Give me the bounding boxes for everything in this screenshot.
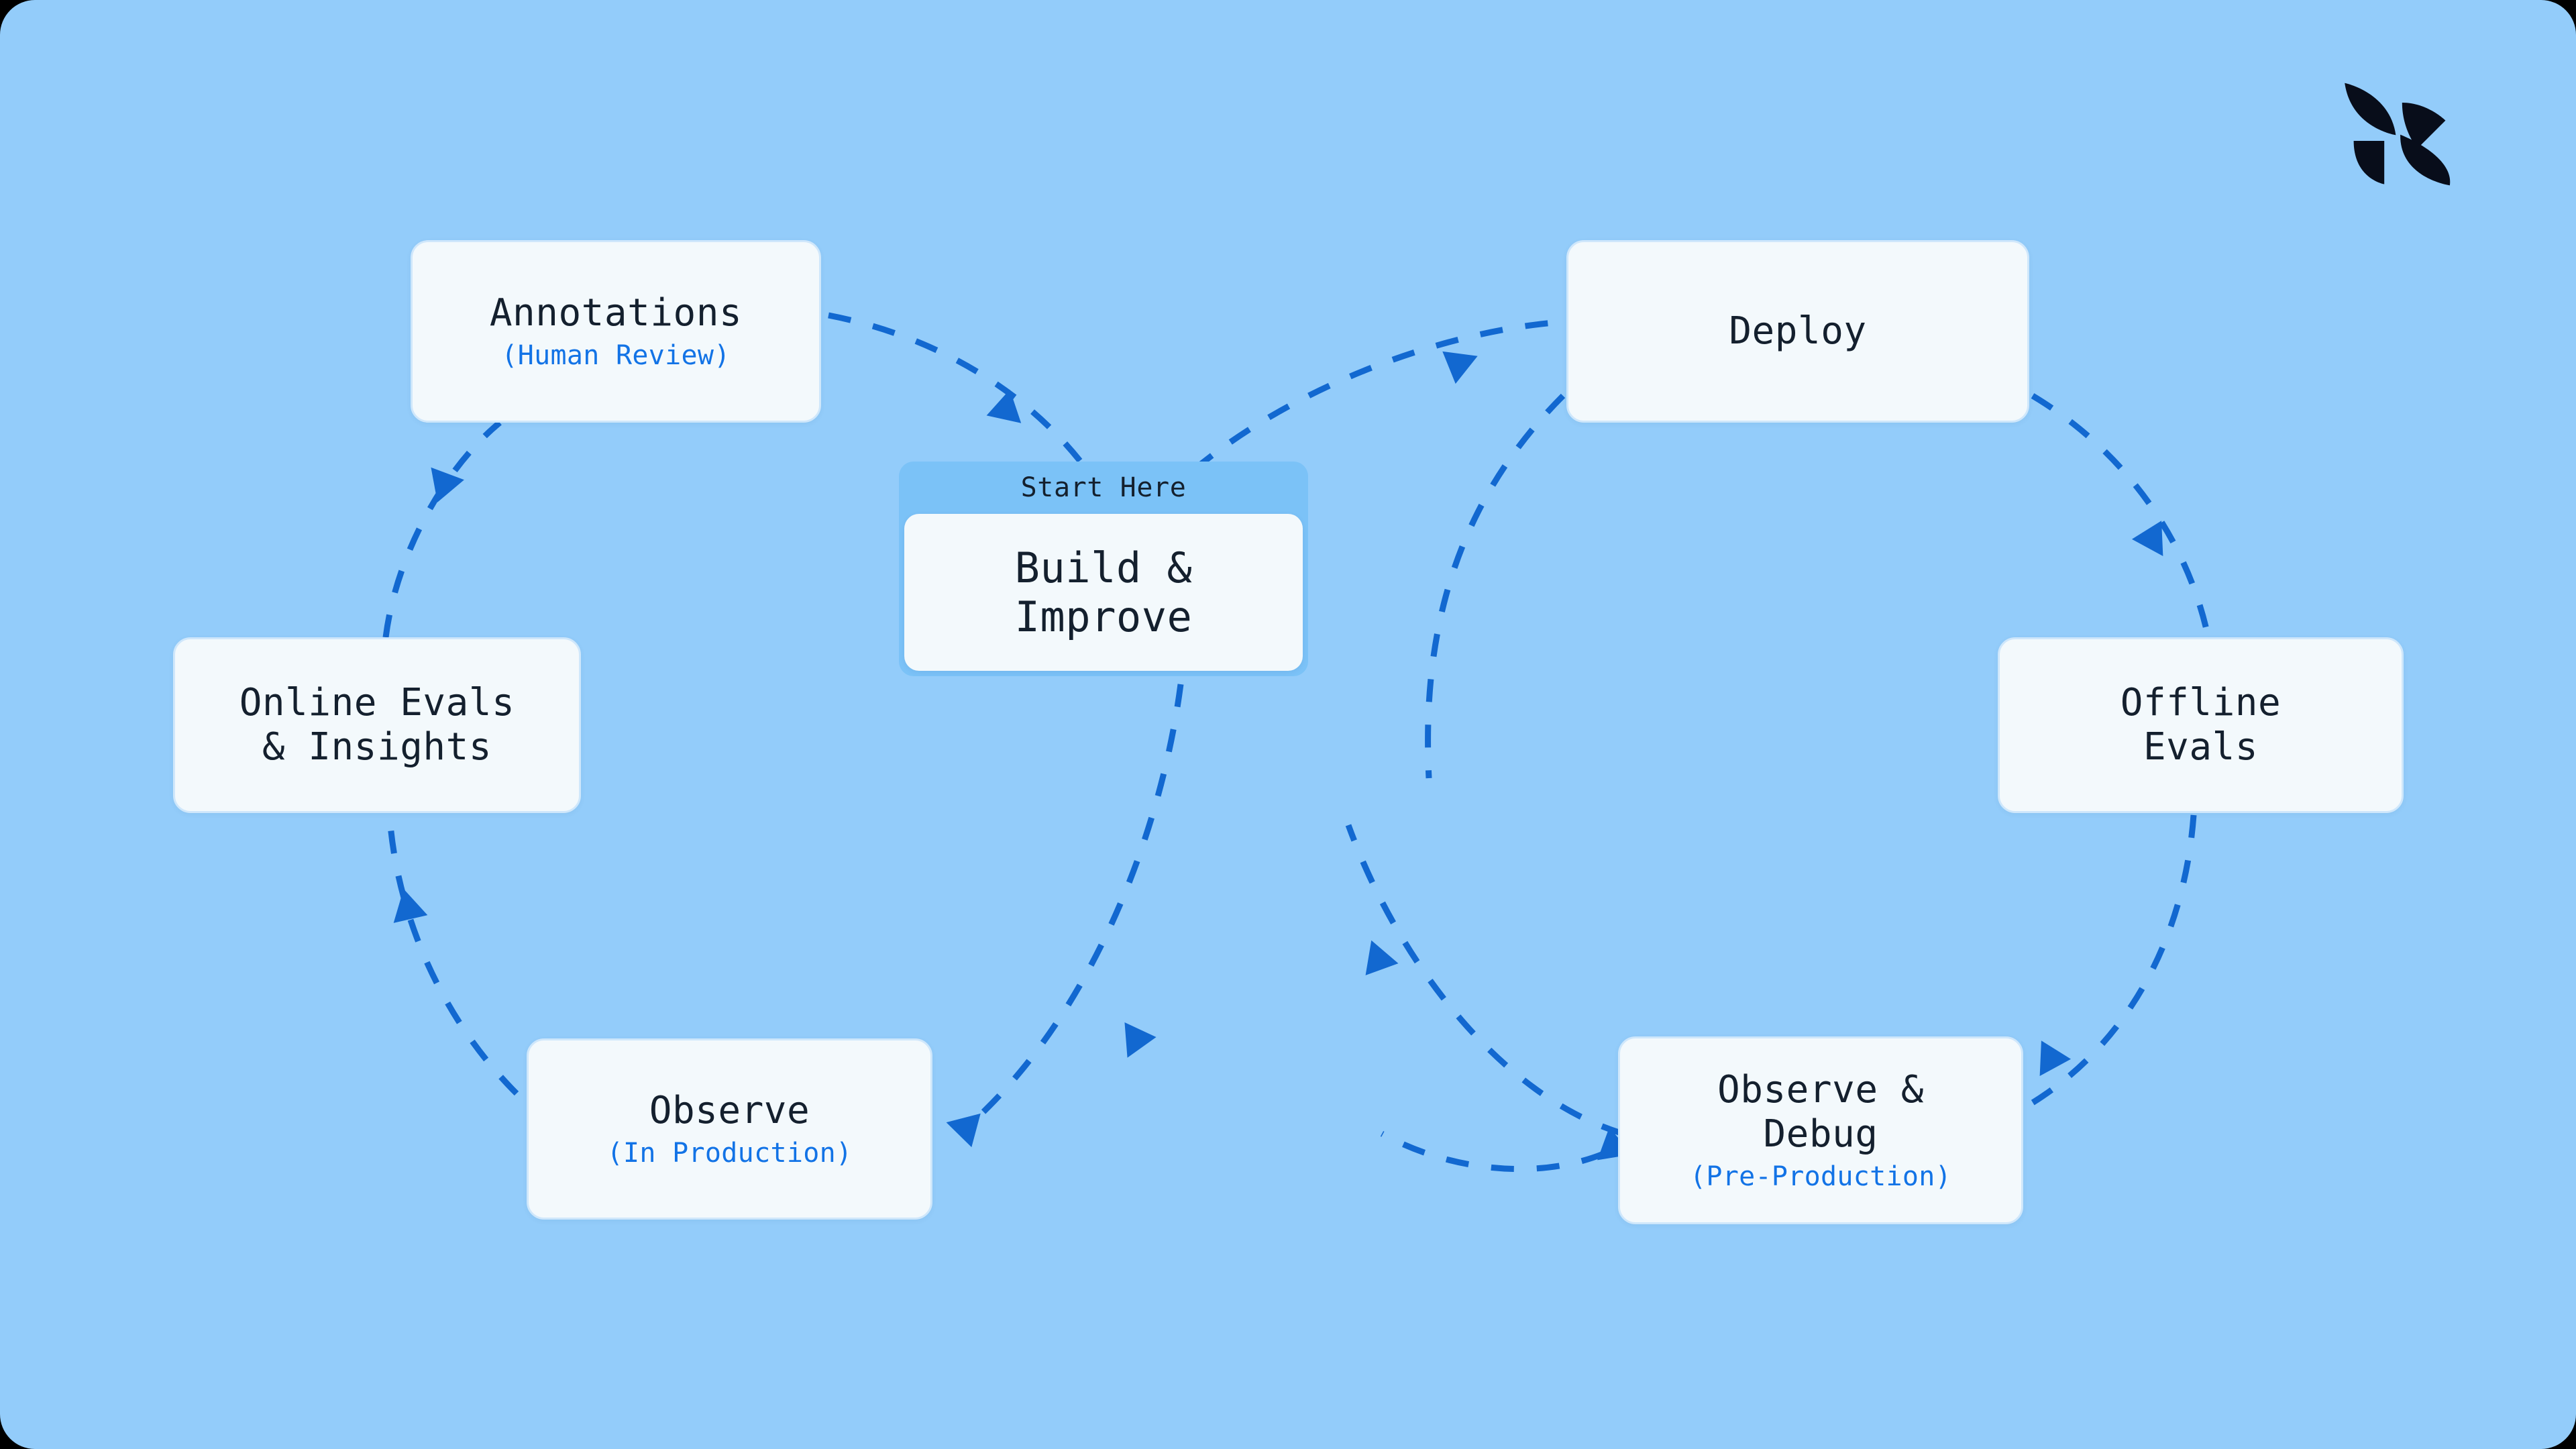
- edge-build-to-observe: [957, 684, 1184, 1136]
- arrowhead-build-to-observe: [1124, 1022, 1157, 1058]
- arrowhead-observe-to-online: [393, 889, 428, 923]
- logo-petal-upper-left: [2345, 83, 2396, 136]
- logo-petal-lower-right: [2400, 134, 2450, 186]
- node-deploy-title: Deploy: [1729, 309, 1867, 353]
- arrowhead-debug-to-build: [1365, 940, 1399, 975]
- build-improve-card[interactable]: Build & Improve: [904, 514, 1303, 671]
- node-observe[interactable]: Observe (In Production): [527, 1038, 932, 1220]
- node-annotations-title: Annotations: [489, 290, 743, 335]
- node-observe-subtitle: (In Production): [606, 1138, 853, 1169]
- node-annotations-subtitle: (Human Review): [501, 340, 731, 372]
- edge-online-to-annotations: [382, 420, 502, 638]
- edge-observedebug-arc: [1380, 1131, 1605, 1173]
- node-online-evals[interactable]: Online Evals & Insights: [173, 637, 581, 813]
- node-build-improve[interactable]: Start Here Build & Improve: [899, 462, 1308, 676]
- node-offline-evals-title: Offline Evals: [2120, 680, 2282, 769]
- node-observe-debug-title: Observe & Debug: [1717, 1067, 1924, 1156]
- edge-offline-to-observedebug: [1984, 814, 2197, 1130]
- node-observe-title: Observe: [649, 1088, 810, 1132]
- node-annotations[interactable]: Annotations (Human Review): [411, 240, 821, 423]
- logo-petal-lower-left: [2353, 141, 2385, 184]
- arrowhead-deploy-down: [2131, 521, 2163, 557]
- build-improve-title: Build & Improve: [1014, 543, 1193, 641]
- edge-build-to-deploy: [1192, 319, 1564, 472]
- edge-observe-to-online: [386, 804, 519, 1096]
- logo-petal-upper-right: [2402, 103, 2446, 149]
- node-deploy[interactable]: Deploy: [1566, 240, 2029, 423]
- arrowhead-to-build-left: [986, 389, 1022, 423]
- edge-deploy-arc: [2031, 393, 2217, 672]
- edge-observedebug-to-build: [1345, 824, 1625, 1137]
- start-here-badge: Start Here: [1020, 472, 1187, 503]
- edge-deploy-to-offline: [1425, 393, 1566, 779]
- node-offline-evals[interactable]: Offline Evals: [1998, 637, 2404, 813]
- arrowhead-into-observe: [946, 1113, 981, 1148]
- node-observe-debug[interactable]: Observe & Debug (Pre-Production): [1618, 1036, 2023, 1224]
- arrowhead-build-to-deploy: [1442, 351, 1478, 384]
- braintrust-logo: [2345, 83, 2450, 186]
- node-observe-debug-subtitle: (Pre-Production): [1689, 1161, 1952, 1193]
- node-online-evals-title: Online Evals & Insights: [239, 680, 515, 769]
- arrowhead-online-to-annotations: [431, 467, 464, 502]
- edge-annotations-to-build: [828, 312, 1089, 472]
- arrowhead-offline-to-debug: [2039, 1040, 2072, 1077]
